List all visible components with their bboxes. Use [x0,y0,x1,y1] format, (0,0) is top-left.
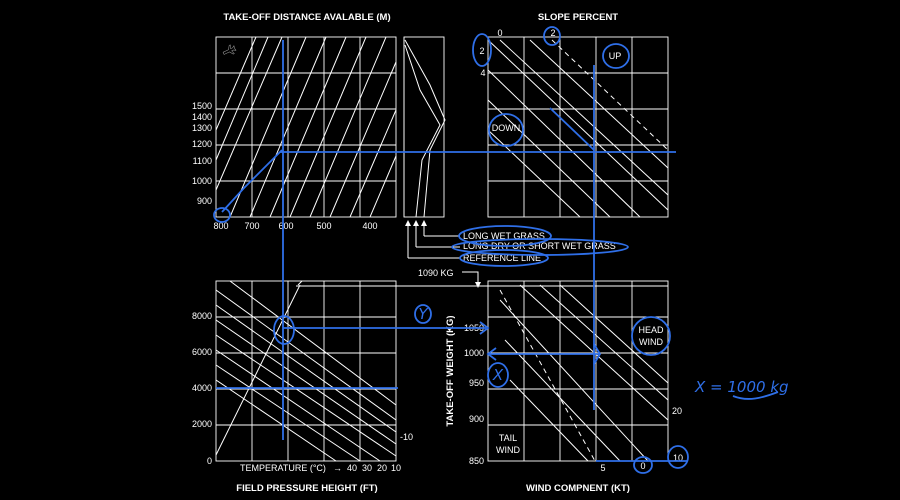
circle-up [602,43,630,69]
temp-tick-10: 10 [391,463,401,473]
distance-tick-900: 900 [197,196,212,206]
temperature-label: TEMPERATURE (°C) [240,463,326,473]
distance-title: TAKE-OFF DISTANCE AVALABLE (M) [223,12,390,23]
weight-tick-950: 950 [469,378,484,388]
circle-wind-10 [667,445,689,469]
slope-tick-2-left: 2 [479,46,484,56]
distance-trace-line [221,149,283,213]
distance-tick-500: 500 [316,221,331,231]
weight-tick-1000: 1000 [464,348,484,358]
distance-guide-lines [215,36,397,218]
height-tick-0: 0 [207,456,212,466]
height-tick-6000: 6000 [192,347,212,357]
circle-wind-0 [633,456,653,474]
weight-guide-lines [499,284,669,462]
oval-long-wet-grass [458,225,552,247]
surface-curve-a [404,39,446,218]
temp-tick-minus10: -10 [400,432,413,442]
distance-bottom-ticks: 800 700 600 500 400 [213,221,377,231]
temperature-arrow: → [333,463,342,473]
weight-pointer-line [462,271,479,284]
temp-tick-20: 20 [377,463,387,473]
slope-grid-lines [488,37,668,217]
weight-tick-900: 900 [469,414,484,424]
slope-tick-0: 0 [497,28,502,38]
circle-x-marker [487,362,509,388]
weight-panel: 1050 1000 950 900 850 TAKE-OFF WEIGHT (K… [296,280,683,494]
height-grid-lines [216,281,396,461]
aircraft-icon [222,44,237,55]
result-underline [732,391,779,400]
head-wind-line-2: WIND [639,337,663,347]
distance-tick-1300: 1300 [192,123,212,133]
height-tick-2000: 2000 [192,419,212,429]
head-wind-line-1: HEAD [638,325,664,335]
legend-reference-line: REFERENCE LINE [463,253,541,263]
slope-grid-border [487,36,669,218]
height-panel: 8000 6000 4000 2000 0 TEMPERATURE (°C) →… [192,280,413,494]
height-grid-border [215,280,397,462]
circle-down [488,113,524,147]
circle-800 [213,207,231,223]
result-tick [593,343,602,365]
slope-guide-lines [487,39,669,218]
circle-intersection [273,315,295,345]
distance-panel: TAKE-OFF DISTANCE AVALABLE (M) [192,12,397,231]
height-left-ticks: 8000 6000 4000 2000 0 [192,311,212,466]
slope-diagonal-trace [549,107,595,151]
distance-tick-800: 800 [213,221,228,231]
temp-tick-30: 30 [362,463,372,473]
wind-tick-10: 10 [673,453,683,463]
temp-tick-40: 40 [347,463,357,473]
slope-tick-4: 4 [480,68,485,78]
circle-head-wind [631,316,671,356]
slope-tick-2-top: 2 [550,28,555,38]
distance-tick-1400: 1400 [192,112,212,122]
legend-long-dry-grass: LONG DRY OR SHORT WET GRASS [463,241,616,251]
distance-left-ticks: 1500 1400 1300 1200 1100 1000 900 [192,101,212,206]
result-arrowhead [486,347,497,361]
distance-tick-600: 600 [278,221,293,231]
circle-y-marker [414,304,432,324]
oval-long-dry-grass [451,238,629,256]
tail-wind-line-1: TAIL [499,433,517,443]
circle-slope-top-2 [543,26,561,46]
distance-tick-1000: 1000 [192,176,212,186]
weight-entry-arrowhead [479,321,490,335]
distance-tick-1500: 1500 [192,101,212,111]
slope-label-down: DOWN [492,123,521,133]
tail-wind-line-2: WIND [496,445,520,455]
blue-annotations: Y X X = 1000 kg [213,26,789,474]
result-note: X = 1000 kg [694,378,789,396]
weight-left-ticks: 1050 1000 950 900 850 [464,323,484,466]
surface-curve-b [404,44,441,218]
distance-tick-400: 400 [362,221,377,231]
slope-title: SLOPE PERCENT [538,12,618,23]
height-tick-8000: 8000 [192,311,212,321]
wind-tick-5: 5 [600,463,605,473]
slope-panel: SLOPE PERCENT 0 2 2 4 UP DOWN [479,12,669,218]
slope-label-up: UP [609,51,622,61]
distance-tick-700: 700 [244,221,259,231]
x-marker-label: X [492,366,504,384]
surface-legend: LONG WET GRASS LONG DRY OR SHORT WET GRA… [418,231,616,288]
weight-axis-title: TAKE-OFF WEIGHT (KG) [445,315,456,426]
height-title: FIELD PRESSURE HEIGHT (FT) [236,483,377,494]
surface-strip [403,36,460,259]
weight-tick-850: 850 [469,456,484,466]
wind-title: WIND COMPNENT (KT) [526,483,630,494]
distance-tick-1100: 1100 [193,156,212,166]
height-tick-4000: 4000 [192,383,212,393]
wind-tick-0: 0 [640,461,645,471]
oval-reference-line [459,249,549,267]
height-guide-lines [215,280,397,462]
distance-grid-lines [216,37,396,217]
distance-tick-1200: 1200 [192,139,212,149]
wind-tick-20: 20 [672,406,682,416]
legend-long-wet-grass: LONG WET GRASS [463,231,545,241]
y-marker-label: Y [418,305,429,323]
weight-pointer-label: 1090 KG [418,268,454,278]
circle-slope-2 [472,33,492,67]
